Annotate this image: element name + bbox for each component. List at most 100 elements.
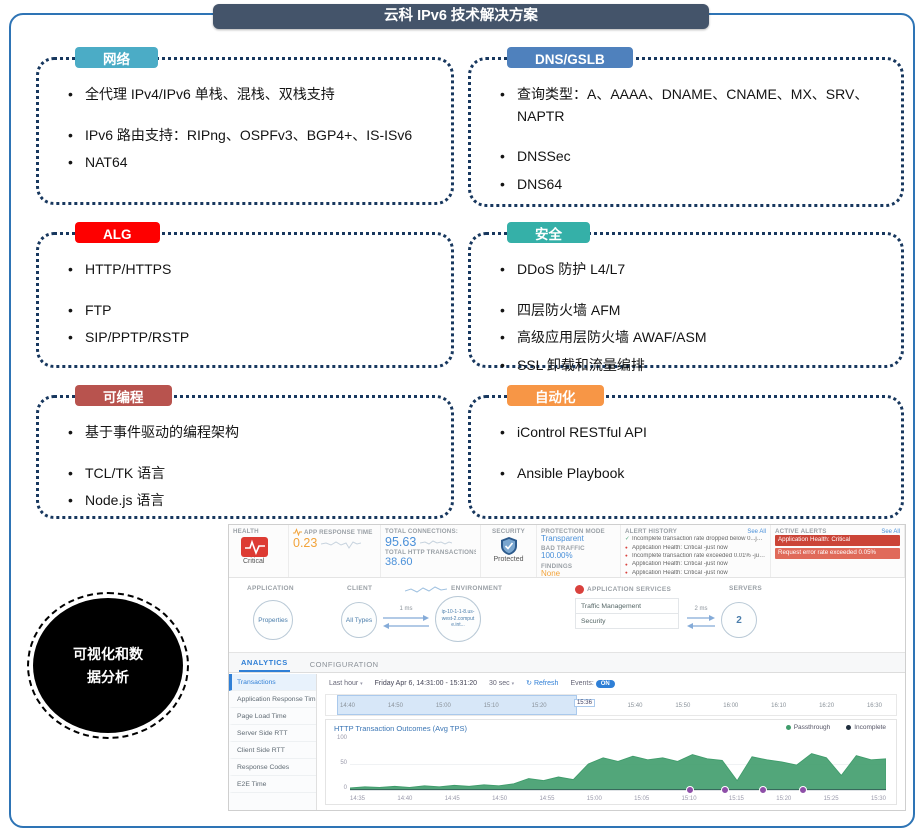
x-tick: 14:40 — [397, 796, 413, 802]
kpi-strip: HEALTH Critical APP RESPONSE TIME 0.23 T… — [229, 525, 905, 578]
time-range-dropdown[interactable]: Last hour ▾ — [329, 680, 363, 687]
timeline-tick: 14:40 — [340, 703, 356, 709]
service-row-traffic-management[interactable]: Traffic Management — [575, 599, 679, 614]
feature-bullet: Ansible Playbook — [495, 463, 883, 485]
sidebar-item-page-load-time[interactable]: Page Load Time — [229, 708, 316, 725]
visualization-ellipse: 可视化和数据分析 — [27, 592, 189, 739]
feature-box-automation: 自动化 iControl RESTful APIAnsible Playbook — [468, 385, 904, 519]
alert-history-item: ●Incomplete transaction rate exceeded 0.… — [625, 552, 766, 560]
feature-bullet: TCL/TK 语言 — [63, 463, 433, 485]
x-tick: 15:20 — [776, 796, 792, 802]
latency-1ms-label: 1 ms — [399, 606, 413, 612]
alert-history-text: Application Health: Critical -just now — [632, 561, 728, 568]
service-row-security[interactable]: Security — [575, 614, 679, 629]
environment-node[interactable]: ip-10-1-1-8.us-west-2.compute.int... — [435, 596, 481, 642]
sidebar-item-client-side-rtt[interactable]: Client Side RTT — [229, 742, 316, 759]
kpi-health: HEALTH Critical — [229, 525, 289, 577]
feature-box-alg: ALG HTTP/HTTPSFTPSIP/PPTP/RSTP — [36, 222, 454, 368]
timeline-tick: 16:00 — [723, 703, 739, 709]
server-latency-arrows: 2 ms — [685, 606, 717, 631]
kpi-connections-label: TOTAL CONNECTIONS: — [385, 528, 459, 535]
x-tick: 15:05 — [634, 796, 650, 802]
event-marker-icon[interactable] — [721, 786, 730, 794]
slide-title: 云科 IPv6 技术解决方案 — [213, 4, 709, 29]
legend-label: Passthrough — [793, 724, 831, 731]
x-tick: 14:35 — [350, 796, 366, 802]
services-header-label: APPLICATION SERVICES — [587, 586, 672, 593]
y-tick: 50 — [340, 760, 347, 766]
feature-bullet: DDoS 防护 L4/L7 — [495, 259, 883, 281]
tab-analytics[interactable]: ANALYTICS — [239, 654, 290, 672]
sidebar-item-server-side-rtt[interactable]: Server Side RTT — [229, 725, 316, 742]
chevron-down-icon: ▾ — [511, 680, 515, 687]
tps-chart-card: HTTP Transaction Outcomes (Avg TPS) Pass… — [325, 719, 897, 805]
y-tick: 0 — [343, 785, 347, 791]
event-marker-icon[interactable] — [798, 786, 807, 794]
alert-dot-icon: ● — [625, 561, 628, 567]
feature-bullet: 全代理 IPv4/IPv6 单栈、混栈、双栈支持 — [63, 84, 433, 106]
feature-tab-security: 安全 — [507, 222, 590, 243]
alert-dot-icon: ● — [625, 545, 628, 551]
event-marker-icon[interactable] — [686, 786, 695, 794]
active-alerts-label: ACTIVE ALERTS — [775, 528, 827, 535]
event-markers-layer — [350, 738, 886, 794]
timeline-tick: 15:20 — [531, 703, 547, 709]
timeline-tick: 16:20 — [819, 703, 835, 709]
interval-dropdown[interactable]: 30 sec ▾ — [489, 680, 514, 687]
traffic-sparkline-icon — [405, 586, 447, 593]
legend-item-incomplete[interactable]: Incomplete — [846, 724, 886, 731]
f5-icon — [575, 585, 584, 594]
x-tick: 15:10 — [681, 796, 697, 802]
servers-node-count: 2 — [736, 614, 742, 626]
dashboard-tab-bar: ANALYTICS CONFIGURATION — [229, 653, 905, 673]
legend-dot-icon — [785, 725, 791, 730]
environment-header: ENVIRONMENT — [451, 585, 503, 592]
chart-plot-area — [350, 738, 886, 794]
sidebar-item-application-response-time[interactable]: Application Response Time — [229, 691, 316, 708]
timeline-scrubber[interactable]: 15:36 14:4014:5015:0015:1015:2015:3015:4… — [325, 694, 897, 716]
active-alerts-see-all-link[interactable]: See All — [881, 528, 900, 535]
refresh-button[interactable]: ↻ Refresh — [526, 679, 558, 687]
sidebar-item-e2e-time[interactable]: E2E Time — [229, 776, 316, 793]
servers-node[interactable]: 2 — [721, 602, 757, 638]
timeline-tick: 15:00 — [435, 703, 451, 709]
client-node[interactable]: All Types — [341, 602, 377, 638]
alert-history-text: Incomplete transaction rate dropped belo… — [632, 536, 766, 543]
analytics-dashboard: HEALTH Critical APP RESPONSE TIME 0.23 T… — [228, 524, 906, 811]
active-alert-banner: Application Health: Critical — [775, 535, 900, 546]
tab-configuration[interactable]: CONFIGURATION — [309, 660, 379, 669]
servers-header: SERVERS — [729, 585, 763, 592]
sidebar-item-response-codes[interactable]: Response Codes — [229, 759, 316, 776]
alert-history-see-all-link[interactable]: See All — [747, 528, 766, 535]
feature-list-automation: iControl RESTful APIAnsible Playbook — [471, 398, 901, 498]
feature-list-alg: HTTP/HTTPSFTPSIP/PPTP/RSTP — [39, 235, 451, 363]
area-chart — [350, 753, 886, 790]
events-label: Events: — [570, 679, 594, 687]
kpi-app-response-time: APP RESPONSE TIME 0.23 — [289, 525, 381, 577]
events-toggle[interactable]: Events: ON — [570, 679, 615, 688]
sparkline-icon — [420, 540, 453, 545]
client-header: CLIENT — [347, 585, 373, 592]
legend-item-passthrough[interactable]: Passthrough — [785, 724, 831, 731]
alert-history-item: ● Application Health: Critical -just now — [625, 560, 766, 568]
events-on-pill: ON — [595, 679, 615, 688]
protection-mode-label: PROTECTION MODE — [541, 528, 605, 535]
feature-bullet: Node.js 语言 — [63, 490, 433, 512]
sidebar-item-transactions[interactable]: Transactions — [229, 674, 316, 691]
alert-dot-icon: ● — [625, 553, 628, 559]
kpi-connections-value: 95.63 — [385, 535, 417, 549]
x-tick: 15:15 — [728, 796, 744, 802]
application-node-label: Properties — [258, 616, 288, 624]
shield-icon — [485, 536, 532, 556]
client-node-label: All Types — [345, 616, 373, 624]
application-node[interactable]: Properties — [253, 600, 293, 640]
alert-history-text: Application Health: Critical -just now — [632, 569, 728, 576]
sparkline-icon — [321, 541, 362, 549]
heartbeat-critical-icon — [241, 537, 268, 557]
feature-bullet: 高级应用层防火墙 AWAF/ASM — [495, 327, 883, 349]
feature-bullet: FTP — [63, 300, 433, 322]
event-marker-icon[interactable] — [758, 786, 767, 794]
